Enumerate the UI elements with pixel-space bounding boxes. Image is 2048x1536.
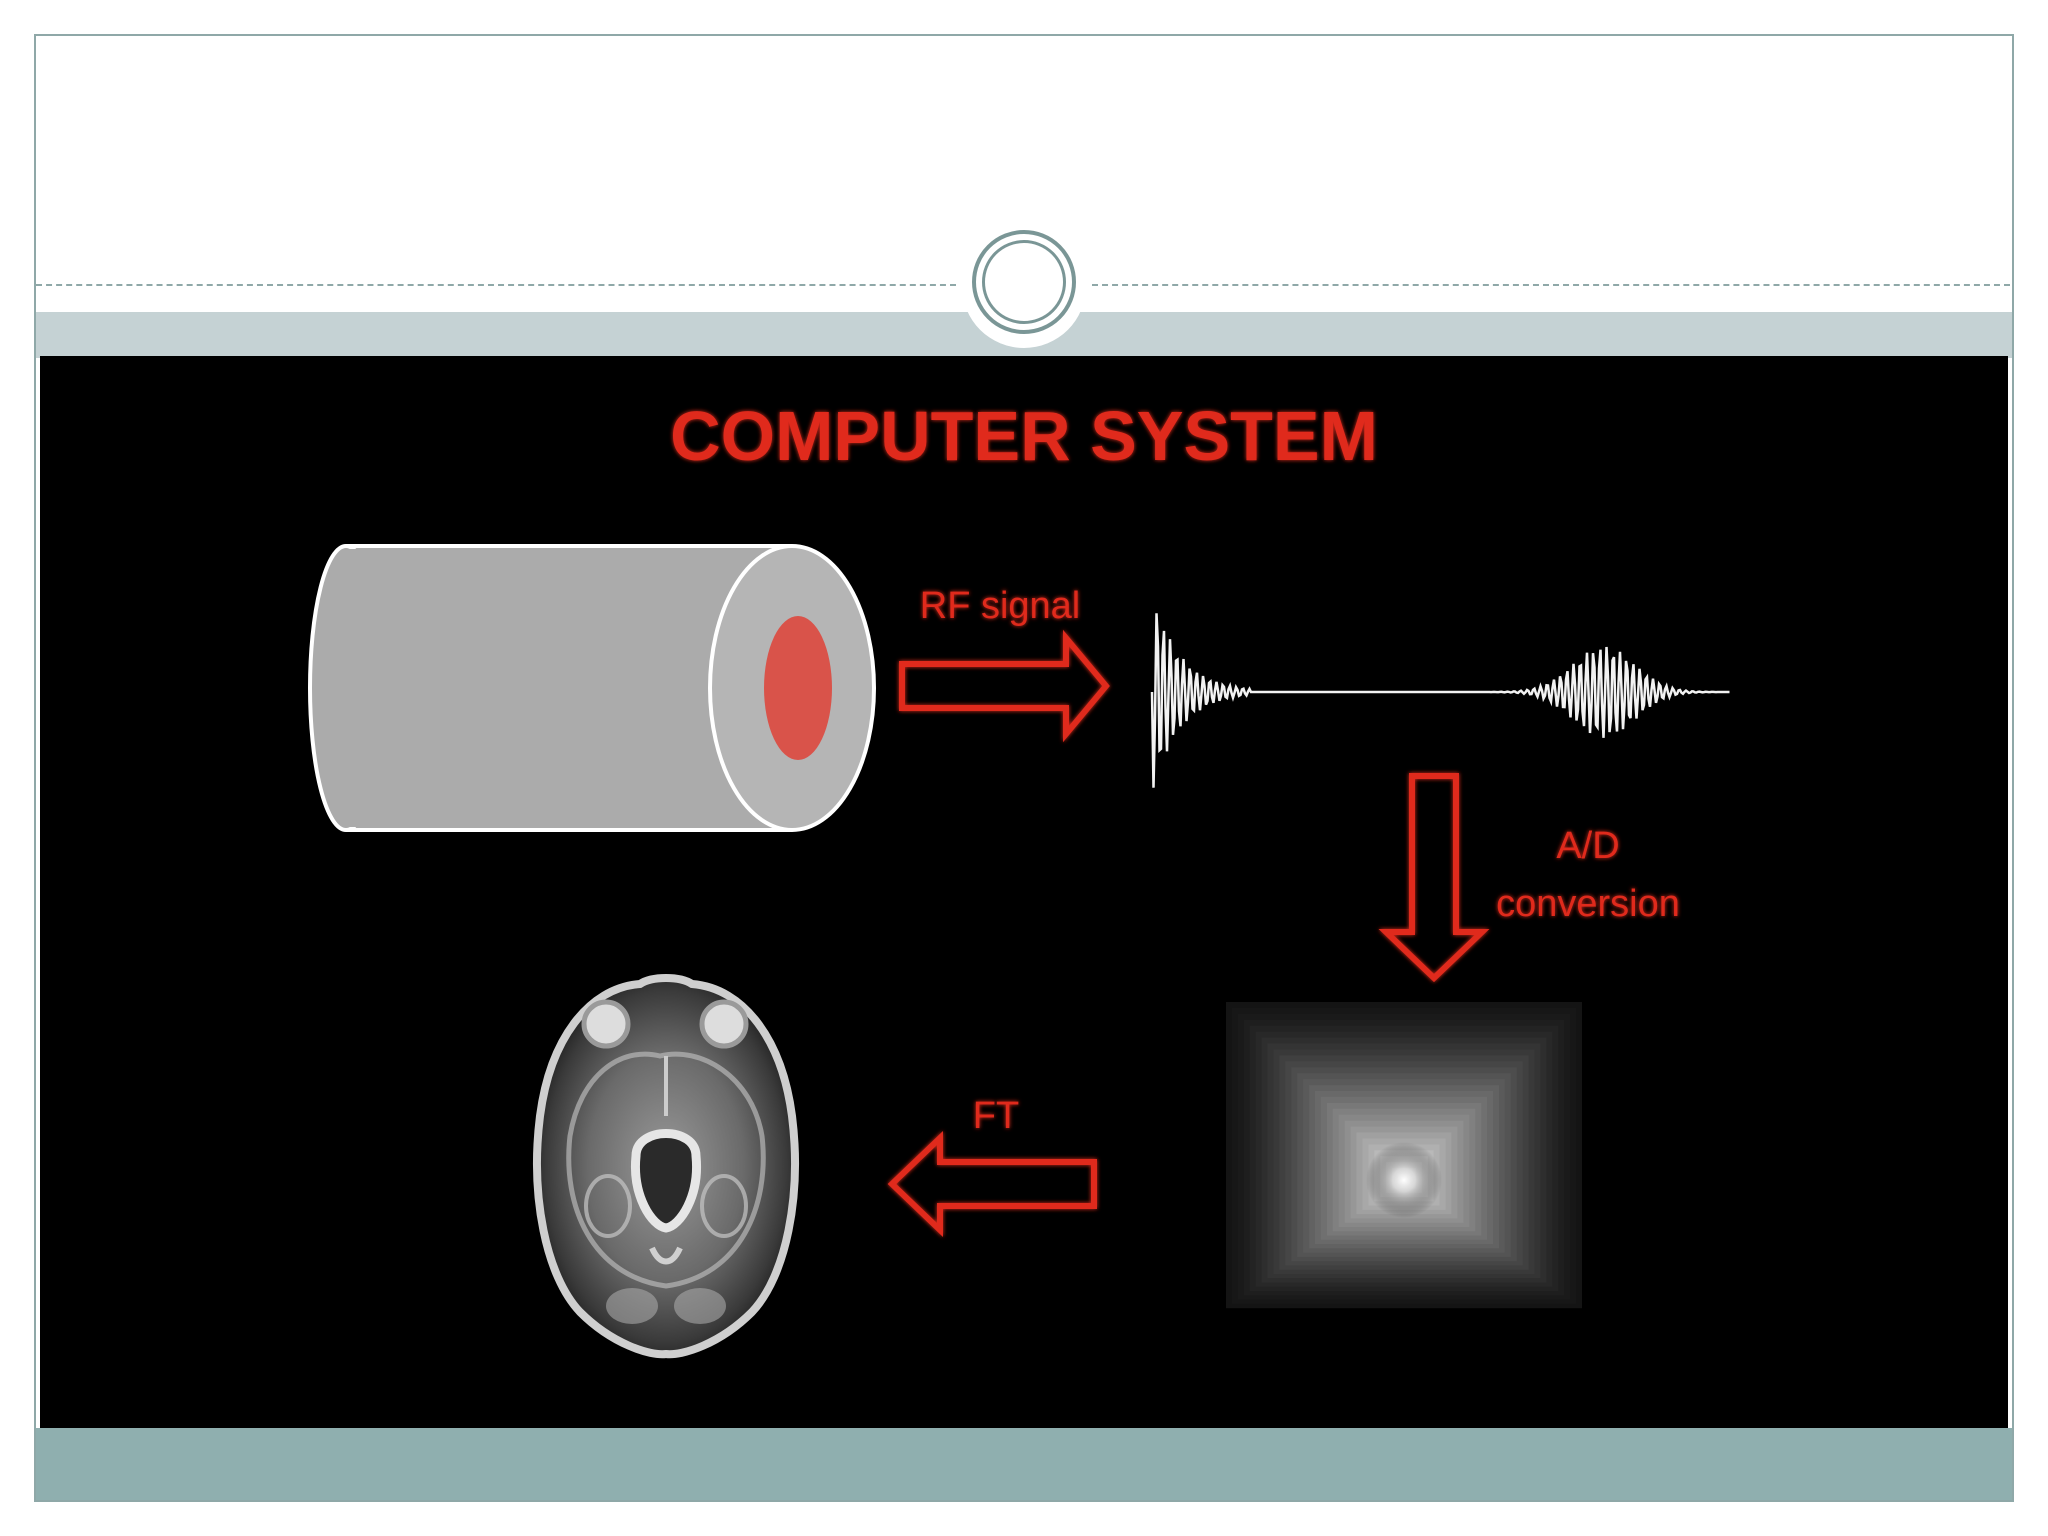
rf-signal-waveform <box>1150 613 1730 788</box>
header-ornament-ring <box>972 230 1076 334</box>
bottom-band <box>36 1428 2012 1500</box>
header-divider-left <box>36 284 956 286</box>
left-arrow-icon <box>887 1130 1097 1238</box>
scanner-cylinder-icon <box>308 544 876 832</box>
k-space-image <box>1226 1002 1582 1309</box>
header-ornament-inner <box>982 240 1066 324</box>
k-space-center <box>1366 1142 1442 1218</box>
ad-conversion-label-line2: conversion <box>1496 883 1680 925</box>
down-arrow-icon <box>1378 773 1490 983</box>
diagram-panel: COMPUTER SYSTEM RF signal A/D conversion… <box>40 356 2008 1430</box>
ad-conversion-label-line1: A/D <box>1556 825 1619 867</box>
waveform-trace <box>1150 613 1730 788</box>
diagram-svg: COMPUTER SYSTEM RF signal A/D conversion… <box>308 397 1730 1359</box>
header-divider-right <box>1092 284 2010 286</box>
diagram-title: COMPUTER SYSTEM <box>670 397 1378 475</box>
ft-label: FT <box>973 1095 1019 1137</box>
brain-mri-image <box>533 974 799 1359</box>
right-arrow-icon <box>899 629 1110 743</box>
rf-signal-label: RF signal <box>920 585 1081 627</box>
